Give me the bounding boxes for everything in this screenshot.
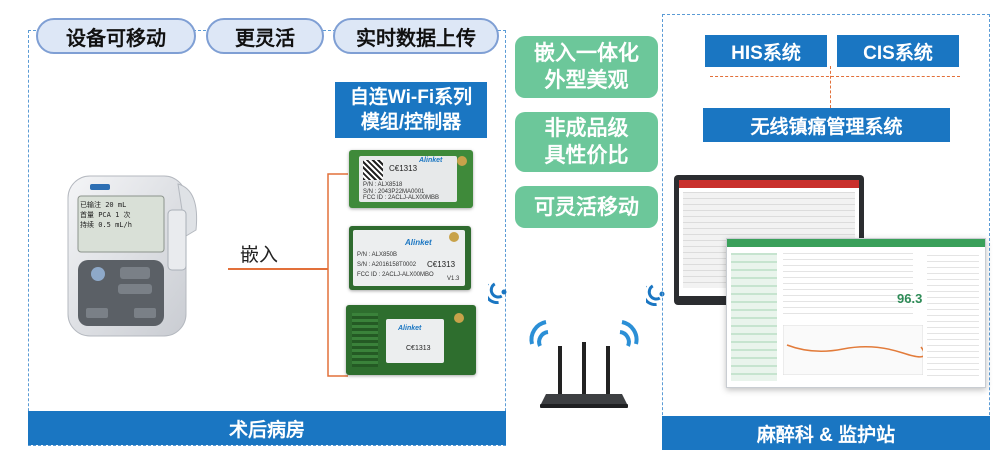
patient-details: [783, 253, 913, 319]
cis-system-box: CIS系统: [837, 35, 959, 67]
tag-mobile-device: 设备可移动: [36, 18, 196, 54]
module-cert-code: C€1313: [389, 164, 418, 173]
module-label-line: FCC ID : 2ACLJ-ALX00MBO: [357, 272, 434, 278]
system-connector-line: [830, 66, 831, 108]
antenna-connector-icon: [449, 232, 459, 242]
pain-management-system-box: 无线镇痛管理系统: [703, 108, 950, 142]
tag-label: 实时数据上传: [356, 27, 476, 50]
feature-line: 具性价比: [544, 144, 629, 167]
module-series-title: 自连Wi-Fi系列 模组/控制器: [335, 82, 487, 138]
wifi-router-icon: [529, 320, 639, 408]
tag-realtime-upload: 实时数据上传: [333, 18, 499, 54]
feature-line: 嵌入一体化: [534, 42, 639, 65]
wifi-module-2: Alinket P/N : ALX850B S/N : A2016158T000…: [349, 226, 471, 290]
module-version: V1.3: [447, 276, 460, 282]
module-label-line: P/N : ALX850B: [357, 252, 398, 258]
module-cert-code: C€1313: [406, 345, 431, 352]
module-brand: Alinket: [405, 238, 432, 247]
module-title-line1: 自连Wi-Fi系列: [349, 87, 473, 108]
wifi-module-1: Alinket C€1313 P/N : ALX8518 S/N : 2043P…: [349, 150, 473, 208]
qr-code-icon: [363, 160, 383, 180]
pump-screen-text: 已输注 20 mL 首量 PCA 1 次 持续 0.5 mL/h: [80, 200, 164, 230]
module-brand: Alinket: [419, 157, 443, 164]
screen-header: [727, 239, 985, 247]
circuit-traces: [352, 313, 378, 367]
his-system-box: HIS系统: [705, 35, 827, 67]
tag-label: 更灵活: [235, 27, 295, 50]
module-label-line: S/N : 2043P22MA0001: [363, 188, 425, 195]
feature-line: 非成品级: [544, 117, 629, 140]
post-op-ward-footer: 术后病房: [28, 411, 506, 445]
module-label-line: FCC ID : 2ACLJ-ALX00MBB: [363, 195, 440, 201]
antenna-connector-icon: [457, 156, 467, 166]
anesthesia-station-footer: 麻醉科 & 监护站: [662, 416, 990, 450]
patient-list: [731, 253, 777, 381]
tag-label: 设备可移动: [66, 27, 166, 50]
wifi-signal-icon: [488, 282, 507, 304]
embed-label: 嵌入: [240, 245, 279, 266]
antenna-connector-icon: [454, 313, 464, 323]
feature-line: 外型美观: [544, 69, 629, 92]
screen-line: 持续 0.5 mL/h: [80, 221, 132, 229]
screen-line: 已输注 20 mL: [80, 201, 127, 209]
monitor-front: 96.3: [726, 238, 986, 388]
feature-cost-effective: 非成品级 具性价比: [515, 112, 658, 172]
screen-header: [679, 180, 859, 188]
screen-line: 首量 PCA 1 次: [80, 211, 131, 219]
module-label-line: S/N : A2016158T0002: [357, 262, 417, 268]
trend-chart: [783, 325, 923, 375]
pump-device: [60, 170, 205, 340]
module-label-line: P/N : ALX8518: [363, 182, 403, 188]
module-label-lines: P/N : ALX8518 S/N : 2043P22MA0001 FCC ID…: [363, 182, 439, 202]
pump-device-illustration: [67, 175, 198, 337]
module-label-lines: P/N : ALX850B S/N : A2016158T0002 FCC ID…: [357, 250, 434, 280]
module-bracket: [318, 173, 348, 377]
feature-line: 可灵活移动: [534, 195, 639, 219]
tag-flexible: 更灵活: [206, 18, 324, 54]
feature-mobile: 可灵活移动: [515, 186, 658, 228]
feature-integrated-design: 嵌入一体化 外型美观: [515, 36, 658, 98]
module-cert-code: C€1313: [427, 260, 456, 269]
monitor-reading: 96.3: [897, 291, 923, 306]
module-brand: Alinket: [398, 325, 422, 332]
wifi-controller-board: Alinket C€1313: [346, 305, 476, 375]
module-title-line2: 模组/控制器: [360, 112, 462, 133]
embed-line: [228, 268, 328, 270]
system-link-line: [710, 76, 960, 77]
alarm-list: [927, 253, 979, 381]
module-shield: [353, 230, 465, 286]
module-shield: [386, 319, 444, 363]
